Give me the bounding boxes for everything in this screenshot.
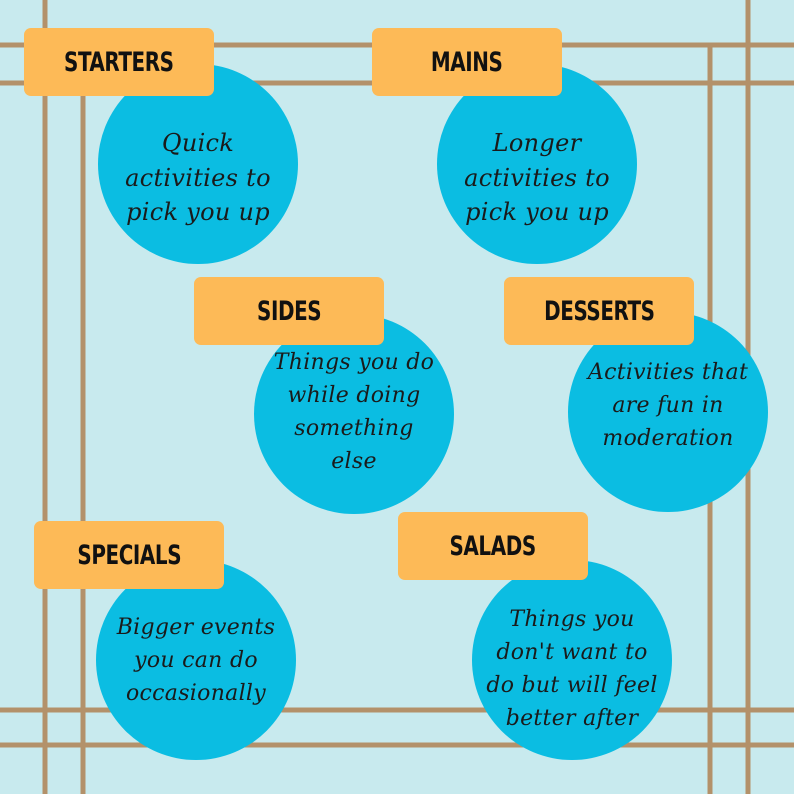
starters-bubble: Quick activities to pick you up bbox=[98, 64, 298, 264]
specials-bubble: Bigger events you can do occasionally bbox=[96, 560, 296, 760]
mains-description: Longer activities to pick you up bbox=[464, 128, 610, 227]
sides-label: SIDES bbox=[194, 277, 384, 345]
mains-title: MAINS bbox=[431, 46, 503, 78]
mains-bubble: Longer activities to pick you up bbox=[437, 64, 637, 264]
mains-label: MAINS bbox=[372, 28, 562, 96]
starters-label: STARTERS bbox=[24, 28, 214, 96]
specials-description: Bigger events you can do occasionally bbox=[116, 614, 276, 706]
salads-description: Things you don't want to do but will fee… bbox=[486, 607, 658, 731]
desserts-title: DESSERTS bbox=[543, 295, 655, 327]
specials-title: SPECIALS bbox=[77, 539, 181, 571]
desserts-bubble: Activities that are fun in moderation bbox=[568, 312, 768, 512]
starters-description: Quick activities to pick you up bbox=[125, 128, 271, 227]
sides-title: SIDES bbox=[256, 295, 322, 327]
salads-label: SALADS bbox=[398, 512, 588, 580]
specials-label: SPECIALS bbox=[34, 521, 224, 589]
sides-bubble: Things you do while doing something else bbox=[254, 314, 454, 514]
salads-bubble: Things you don't want to do but will fee… bbox=[472, 560, 672, 760]
sides-description: Things you do while doing something else bbox=[273, 350, 435, 474]
desserts-description: Activities that are fun in moderation bbox=[587, 359, 749, 451]
salads-title: SALADS bbox=[449, 530, 537, 562]
starters-title: STARTERS bbox=[64, 46, 174, 78]
desserts-label: DESSERTS bbox=[504, 277, 694, 345]
